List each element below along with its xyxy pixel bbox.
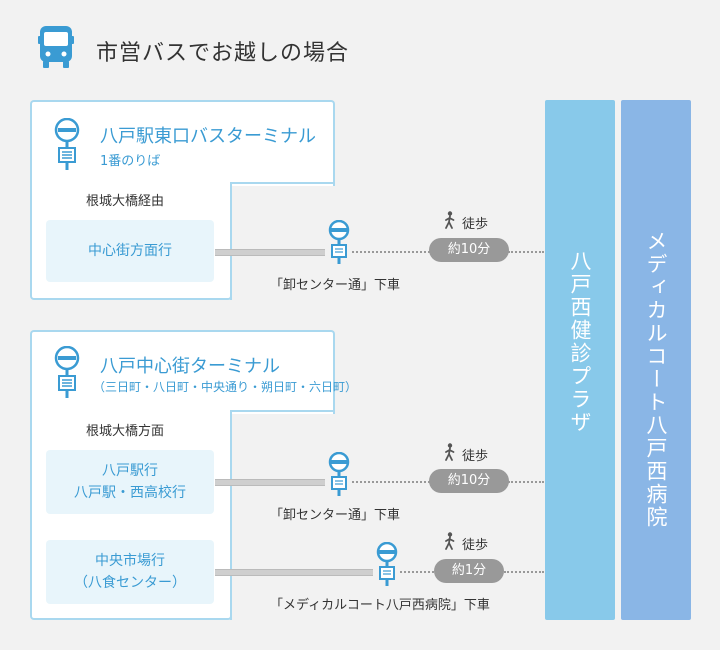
destination-line: （八食センター） [74,575,186,591]
getoff-stop-label: 「卸センター通」下車 [270,278,401,293]
walking-person-icon [444,532,456,554]
bus-route-track [215,249,325,256]
destination-box: 中心街方面行 [46,220,214,282]
walking-person-icon [444,211,456,233]
walk-path [504,571,544,573]
terminal1-via: 根城大橋経由 [86,194,165,209]
bus-route-track [215,479,325,486]
walk-time-pill: 約1分 [434,559,504,583]
page-title: 市営バスでお越しの場合 [96,41,350,66]
walk-path [352,251,430,253]
terminal1-platform: 1番のりば [100,154,161,169]
destination-hospital: メディカルコート八戸西病院 [621,100,691,620]
terminal1-box [30,100,335,186]
destination-box: 八戸駅行 八戸駅・西高校行 [46,450,214,514]
walk-label: 徒歩 [444,443,488,465]
destination-box: 中央市場行 （八食センター） [46,540,214,604]
walk-label: 徒歩 [444,211,488,233]
getoff-stop-label: 「メディカルコート八戸西病院」下車 [270,598,490,613]
walk-time-pill: 約10分 [429,238,509,262]
walk-path [508,481,544,483]
bus-icon [36,24,76,74]
terminal1-name: 八戸駅東口バスターミナル [100,126,316,147]
terminal2-via: 根城大橋方面 [86,424,165,439]
bus-route-track [215,569,373,576]
bus-stop-icon [328,451,350,500]
destination-plaza: 八戸西健診プラザ [545,100,615,620]
walk-path [352,481,430,483]
terminal2-area: （三日町・八日町・中央通り・朔日町・六日町） [93,380,358,394]
bus-stop-icon [328,219,350,268]
walk-label: 徒歩 [444,532,488,554]
walk-path [508,251,544,253]
getoff-stop-label: 「卸センター通」下車 [270,508,401,523]
walk-path [400,571,434,573]
destination-line: 八戸駅行 [102,462,158,479]
destination-line: 八戸駅・西高校行 [74,485,186,501]
bus-stop-icon [376,541,398,590]
walking-person-icon [444,443,456,465]
terminal2-name: 八戸中心街ターミナル [100,356,280,377]
terminal2-box [30,330,335,414]
destination-line: 中心街方面行 [88,242,172,259]
walk-time-pill: 約10分 [429,469,509,493]
destination-line: 中央市場行 [95,552,165,569]
bus-stop-icon [54,345,80,402]
bus-stop-icon [54,117,80,174]
